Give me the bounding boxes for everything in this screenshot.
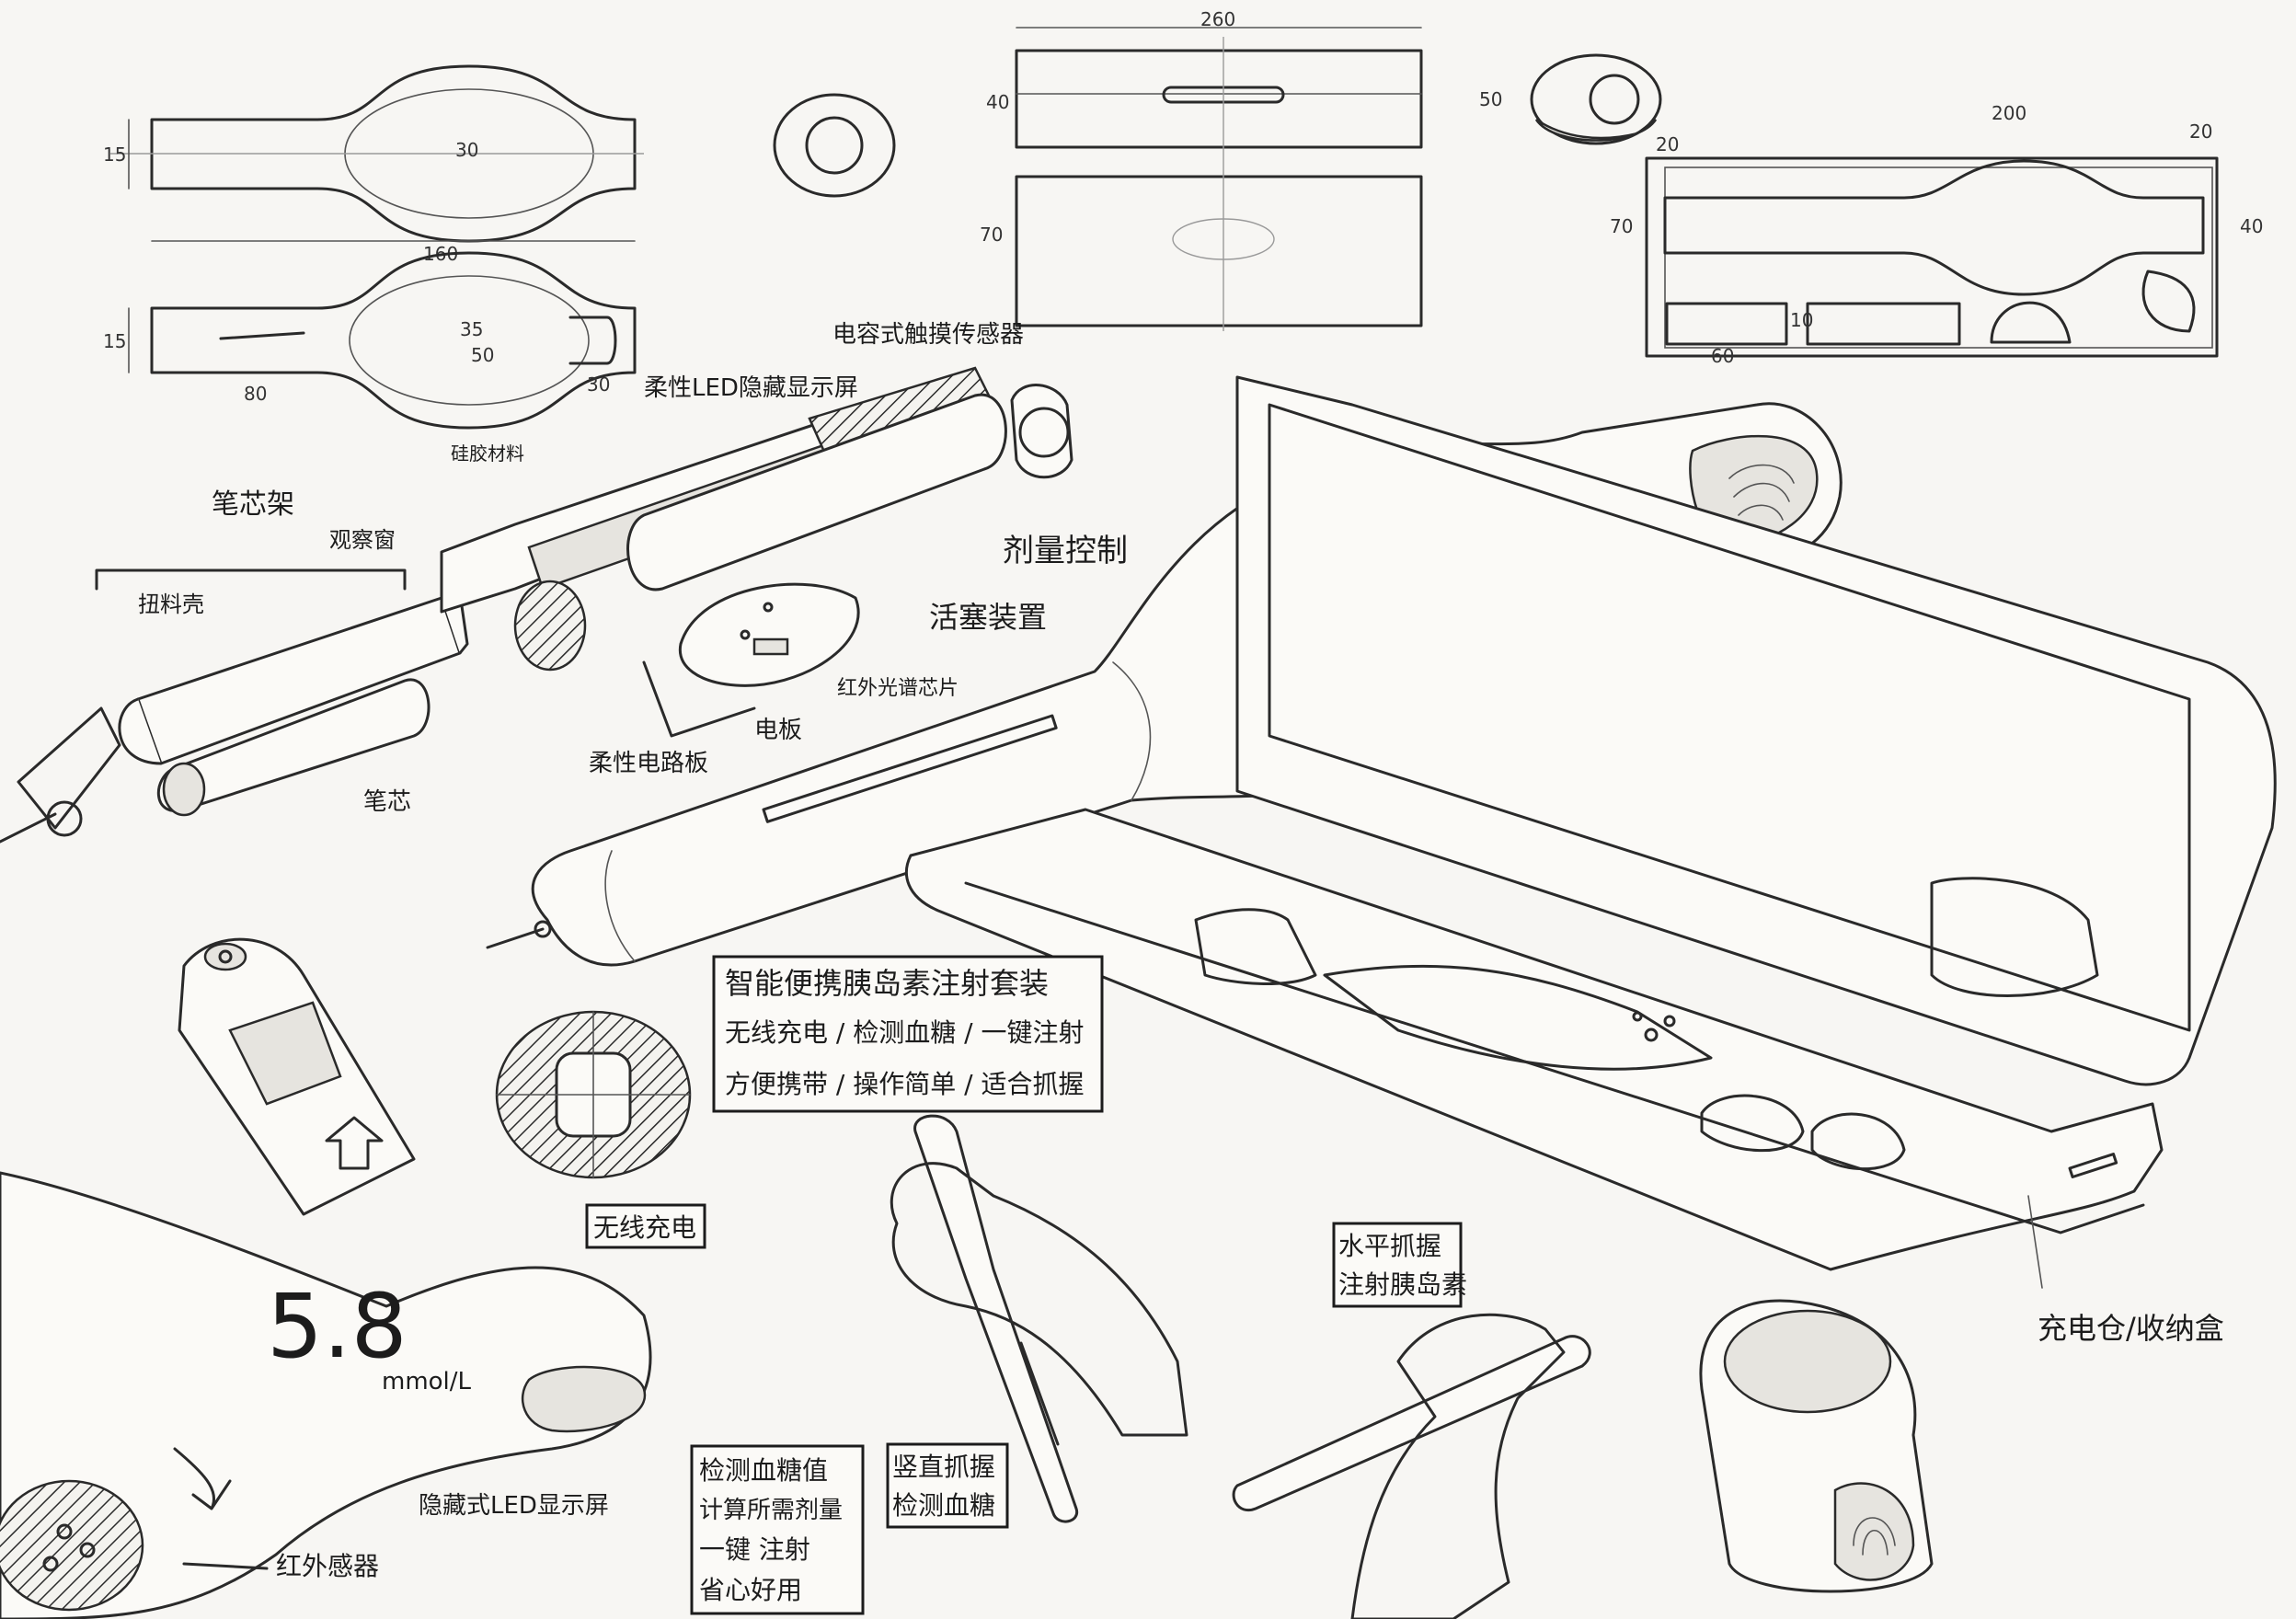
feature-line-3: 一键 注射 xyxy=(699,1534,810,1565)
dim-70a: 70 xyxy=(980,224,1003,246)
feature-line-1: 检测血糖值 xyxy=(699,1455,828,1486)
dim-40a: 40 xyxy=(986,91,1009,113)
charging-case xyxy=(904,375,2277,1289)
fingerprint-cap xyxy=(1699,1299,1934,1593)
dim-80: 80 xyxy=(244,383,267,405)
dim-30: 30 xyxy=(455,139,478,161)
label-view-window: 观察窗 xyxy=(329,527,396,553)
display-closeup xyxy=(0,1171,652,1619)
horizontal-grip-line-2: 注射胰岛素 xyxy=(1338,1269,1467,1300)
label-dose-control: 剂量控制 xyxy=(1003,533,1128,569)
title-line-3: 方便携带 / 操作简单 / 适合抓握 xyxy=(725,1069,1084,1099)
case-inside-view: 200 20 20 70 40 60 10 xyxy=(1610,102,2263,367)
dim-30b: 30 xyxy=(587,373,610,396)
label-pen-frame: 笔芯架 xyxy=(212,488,294,521)
dim-40b: 40 xyxy=(2240,215,2263,237)
dim-20a: 20 xyxy=(1656,133,1679,155)
case-top-view: 260 40 70 xyxy=(980,8,1423,331)
dim-35: 35 xyxy=(460,318,483,340)
title-line-2: 无线充电 / 检测血糖 / 一键注射 xyxy=(725,1017,1084,1048)
label-pcb: 电板 xyxy=(754,717,802,744)
label-ir-chip: 红外光谱芯片 xyxy=(837,677,959,700)
label-silicone: 硅胶材料 xyxy=(451,442,524,465)
wireless-charge-detail: 无线充电 xyxy=(495,1010,706,1249)
dim-260: 260 xyxy=(1200,8,1235,30)
label-charging-case: 充电仓/收纳盒 xyxy=(2038,1311,2224,1346)
title-box: 智能便携胰岛素注射套装 无线充电 / 检测血糖 / 一键注射 方便携带 / 操作… xyxy=(712,955,1104,1113)
label-flex-led: 柔性LED隐藏显示屏 xyxy=(644,374,858,402)
label-wireless-charge: 无线充电 xyxy=(593,1212,696,1243)
label-touch-sensor: 电容式触摸传感器 xyxy=(832,321,1024,349)
pen-top-view: 15 30 160 xyxy=(103,64,644,265)
label-ir-sensor: 红外感器 xyxy=(276,1551,379,1581)
label-twist-shell: 扭料壳 xyxy=(138,591,204,617)
dim-50: 50 xyxy=(471,344,494,366)
exploded-view xyxy=(0,366,1073,844)
dim-70b: 70 xyxy=(1610,215,1633,237)
pen-front-view: 15 35 50 80 30 xyxy=(103,251,637,430)
dim-20b: 20 xyxy=(2189,121,2212,143)
horizontal-grip-line-1: 水平抓握 xyxy=(1338,1231,1441,1261)
dim-50b: 50 xyxy=(1479,88,1502,110)
feature-line-4: 省心好用 xyxy=(699,1575,802,1605)
dim-200: 200 xyxy=(1992,102,2026,124)
dim-15b: 15 xyxy=(103,330,126,352)
label-flex-pcb: 柔性电路板 xyxy=(589,750,708,777)
label-hidden-led: 隐藏式LED显示屏 xyxy=(419,1492,609,1520)
needle-detail xyxy=(178,937,416,1216)
horizontal-grip: 水平抓握 注射胰岛素 xyxy=(1232,1222,1591,1619)
pen-end-view xyxy=(773,93,896,198)
label-cartridge: 笔芯 xyxy=(363,788,411,816)
dim-15a: 15 xyxy=(103,144,126,166)
feature-box: 检测血糖值 计算所需剂量 一键 注射 省心好用 xyxy=(690,1444,865,1615)
label-piston: 活塞装置 xyxy=(929,600,1047,635)
case-end-view: 50 xyxy=(1479,53,1662,145)
title-line-1: 智能便携胰岛素注射套装 xyxy=(725,966,1049,1001)
dim-10: 10 xyxy=(1790,309,1813,331)
display-unit: mmol/L xyxy=(382,1368,472,1395)
feature-line-2: 计算所需剂量 xyxy=(699,1497,843,1524)
vertical-grip-line-1: 竖直抓握 xyxy=(892,1452,995,1482)
dim-60: 60 xyxy=(1711,345,1734,367)
vertical-grip-line-2: 检测血糖 xyxy=(892,1490,995,1521)
vertical-grip: 竖直抓握 检测血糖 xyxy=(886,1114,1188,1529)
display-reading: 5.8 xyxy=(267,1275,408,1378)
